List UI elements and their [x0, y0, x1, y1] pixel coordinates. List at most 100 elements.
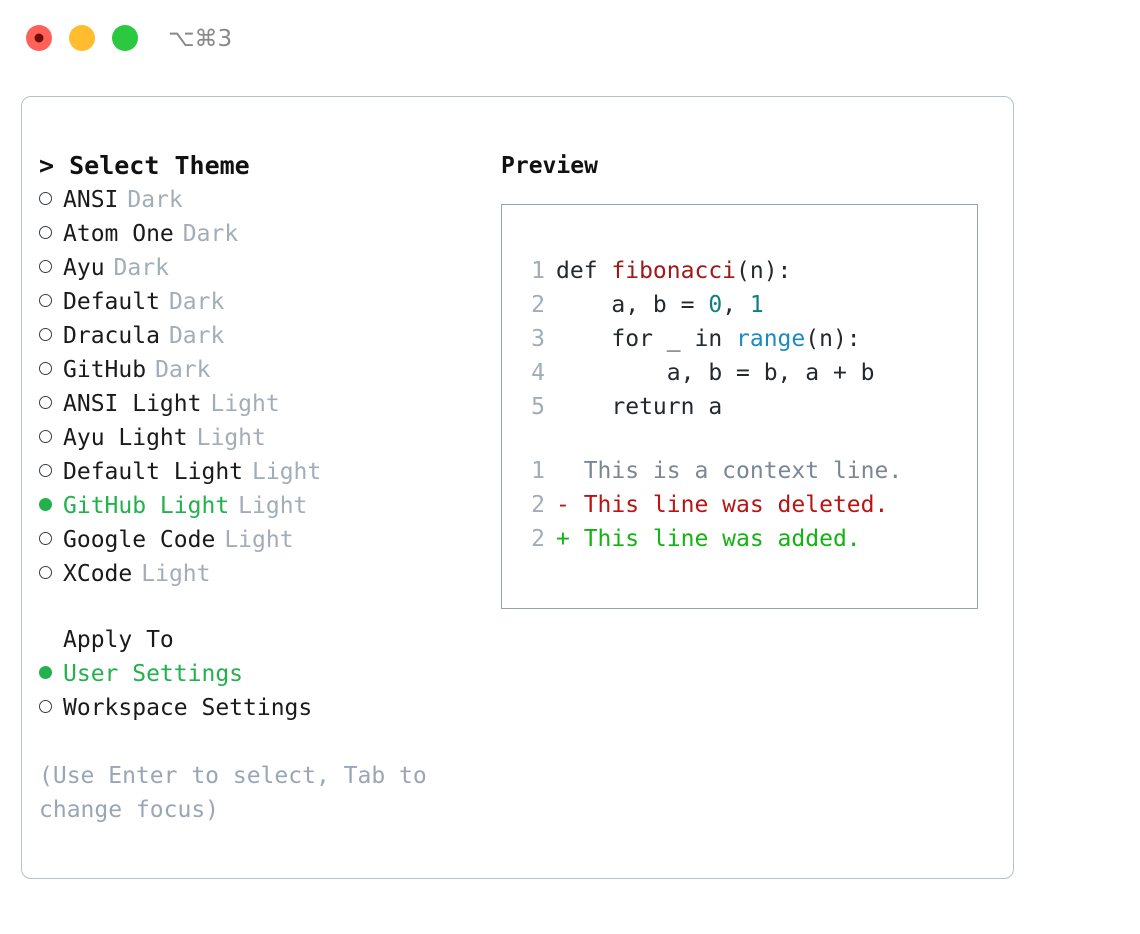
theme-variant-badge: Light: [210, 391, 280, 417]
radio-unselected-icon: [39, 260, 52, 273]
line-number: 4: [531, 360, 545, 386]
radio-selected-icon: [39, 498, 52, 511]
preview-heading: Preview: [501, 153, 598, 179]
theme-variant-badge: Dark: [155, 357, 211, 383]
radio-unselected-icon: [39, 464, 52, 477]
apply-to-option-user-settings[interactable]: User Settings: [39, 657, 469, 691]
radio-unselected-icon: [39, 700, 52, 713]
apply-to-option-label: Workspace Settings: [63, 695, 313, 721]
line-number: 1: [531, 258, 545, 284]
theme-variant-badge: Dark: [127, 187, 183, 213]
apply-to-heading: Apply To: [63, 627, 174, 653]
code-token-plain: def: [556, 258, 612, 284]
theme-option-label: Ayu Light: [63, 425, 188, 451]
theme-variant-badge: Dark: [182, 221, 239, 247]
theme-option-label: ANSI Light: [63, 391, 202, 417]
theme-variant-badge: Light: [238, 493, 308, 519]
theme-option-label: Dracula: [63, 323, 160, 349]
code-line-text: a, b = 0, 1: [556, 288, 764, 322]
apply-to-option-workspace-settings[interactable]: Workspace Settings: [39, 691, 469, 725]
code-line: 3 for _ in range(n):: [515, 322, 969, 356]
title-bar: ⌥⌘3: [0, 0, 1140, 78]
radio-unselected-icon: [39, 396, 52, 409]
diff-line-del: 2 - This line was deleted.: [515, 488, 969, 522]
code-line-text: for _ in range(n):: [556, 322, 861, 356]
theme-option-github-light[interactable]: GitHub Light Light: [39, 489, 469, 523]
theme-variant-badge: Dark: [168, 323, 225, 349]
theme-panel-heading: > Select Theme: [39, 151, 250, 180]
close-button[interactable]: [26, 25, 52, 51]
radio-unselected-icon: [39, 192, 52, 205]
code-token-plain: a, b =: [556, 292, 709, 318]
theme-option-dracula[interactable]: Dracula Dark: [39, 319, 469, 353]
theme-option-label: XCode: [63, 561, 133, 587]
code-line-text: def fibonacci(n):: [556, 254, 791, 288]
radio-unselected-icon: [39, 294, 52, 307]
theme-option-xcode[interactable]: XCode Light: [39, 557, 469, 591]
code-token-call: range: [736, 326, 806, 352]
radio-selected-icon: [39, 666, 52, 679]
radio-unselected-icon: [39, 566, 52, 579]
theme-option-default-light[interactable]: Default Light Light: [39, 455, 469, 489]
line-number: 2: [531, 526, 545, 552]
code-line: 4 a, b = b, a + b: [515, 356, 969, 390]
code-token-plain: (n):: [736, 258, 792, 284]
code-token-plain: for _ in: [556, 326, 737, 352]
theme-option-ayu-light[interactable]: Ayu Light Light: [39, 421, 469, 455]
radio-unselected-icon: [39, 362, 52, 375]
theme-variant-badge: Light: [252, 459, 322, 485]
theme-variant-badge: Light: [141, 561, 211, 587]
diff-line-add: 2 + This line was added.: [515, 522, 969, 556]
line-number: 2: [531, 292, 545, 318]
theme-option-default[interactable]: Default Dark: [39, 285, 469, 319]
radio-unselected-icon: [39, 532, 52, 545]
diff-line-text: This is a context line.: [556, 458, 903, 484]
theme-option-ayu[interactable]: Ayu Dark: [39, 251, 469, 285]
theme-option-atom-one[interactable]: Atom One Dark: [39, 217, 469, 251]
keyboard-hint-text: (Use Enter to select, Tab to change focu…: [39, 763, 427, 823]
theme-option-label: GitHub Light: [63, 493, 230, 519]
theme-option-label: Atom One: [63, 221, 174, 247]
theme-option-label: Default Light: [63, 459, 244, 485]
code-token-num: 1: [749, 292, 764, 318]
line-number: 5: [531, 394, 545, 420]
theme-variant-badge: Dark: [113, 255, 169, 281]
code-token-plain: ,: [722, 292, 750, 318]
line-number: 3: [531, 326, 545, 352]
theme-option-github[interactable]: GitHub Dark: [39, 353, 469, 387]
code-token-plain: return a: [556, 394, 723, 420]
theme-option-ansi-light[interactable]: ANSI Light Light: [39, 387, 469, 421]
diff-line-text: - This line was deleted.: [556, 492, 889, 518]
code-line-text: return a: [556, 390, 722, 424]
theme-option-label: Ayu: [63, 255, 105, 281]
diff-line-ctx: 1 This is a context line.: [515, 454, 969, 488]
code-line-text: a, b = b, a + b: [556, 356, 875, 390]
theme-option-label: GitHub: [63, 357, 147, 383]
code-line: 5 return a: [515, 390, 969, 424]
theme-option-label: Default: [63, 289, 160, 315]
code-line: 2 a, b = 0, 1: [515, 288, 969, 322]
theme-variant-badge: Dark: [168, 289, 225, 315]
keyboard-shortcut-label: ⌥⌘3: [168, 26, 233, 52]
radio-unselected-icon: [39, 430, 52, 443]
radio-unselected-icon: [39, 328, 52, 341]
minimize-button[interactable]: [69, 25, 95, 51]
radio-unselected-icon: [39, 226, 52, 239]
code-token-num: 0: [708, 292, 723, 318]
theme-variant-badge: Light: [196, 425, 266, 451]
code-token-plain: (n):: [805, 326, 861, 352]
diff-line-text: + This line was added.: [556, 526, 861, 552]
zoom-button[interactable]: [112, 25, 138, 51]
code-token-fn: fibonacci: [611, 258, 737, 284]
line-number: 2: [531, 492, 545, 518]
